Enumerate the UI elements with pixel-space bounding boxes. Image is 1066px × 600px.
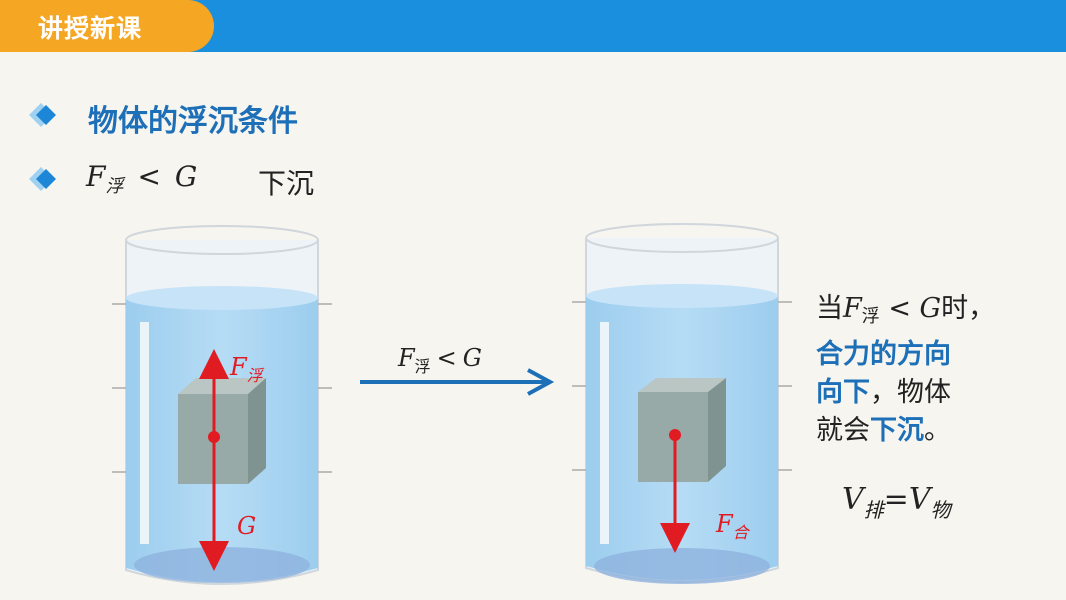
header-tab: 讲授新课	[0, 0, 214, 52]
transition-arrow: F浮<G	[360, 344, 555, 396]
gravity-label: G	[237, 512, 256, 540]
diamond-bullet-icon	[29, 103, 56, 127]
section-heading: 物体的浮沉条件	[88, 104, 298, 139]
condition-formula: F浮<G	[86, 160, 198, 197]
volume-formula: V排=V物	[842, 482, 951, 522]
arrow-condition-label: F浮<G	[397, 344, 482, 376]
diamond-bullet-icon	[29, 167, 56, 191]
buoyancy-label: F浮	[229, 353, 265, 385]
explanation-text: 当F浮 < G时， 合力的方向 向下，物体 就会下沉。	[816, 293, 996, 446]
left-beaker: F浮 G	[112, 225, 332, 585]
right-beaker: F合	[572, 223, 792, 584]
net-force-label: F合	[715, 510, 751, 542]
state-word: 下沉	[258, 167, 315, 200]
header-title: 讲授新课	[38, 14, 143, 43]
